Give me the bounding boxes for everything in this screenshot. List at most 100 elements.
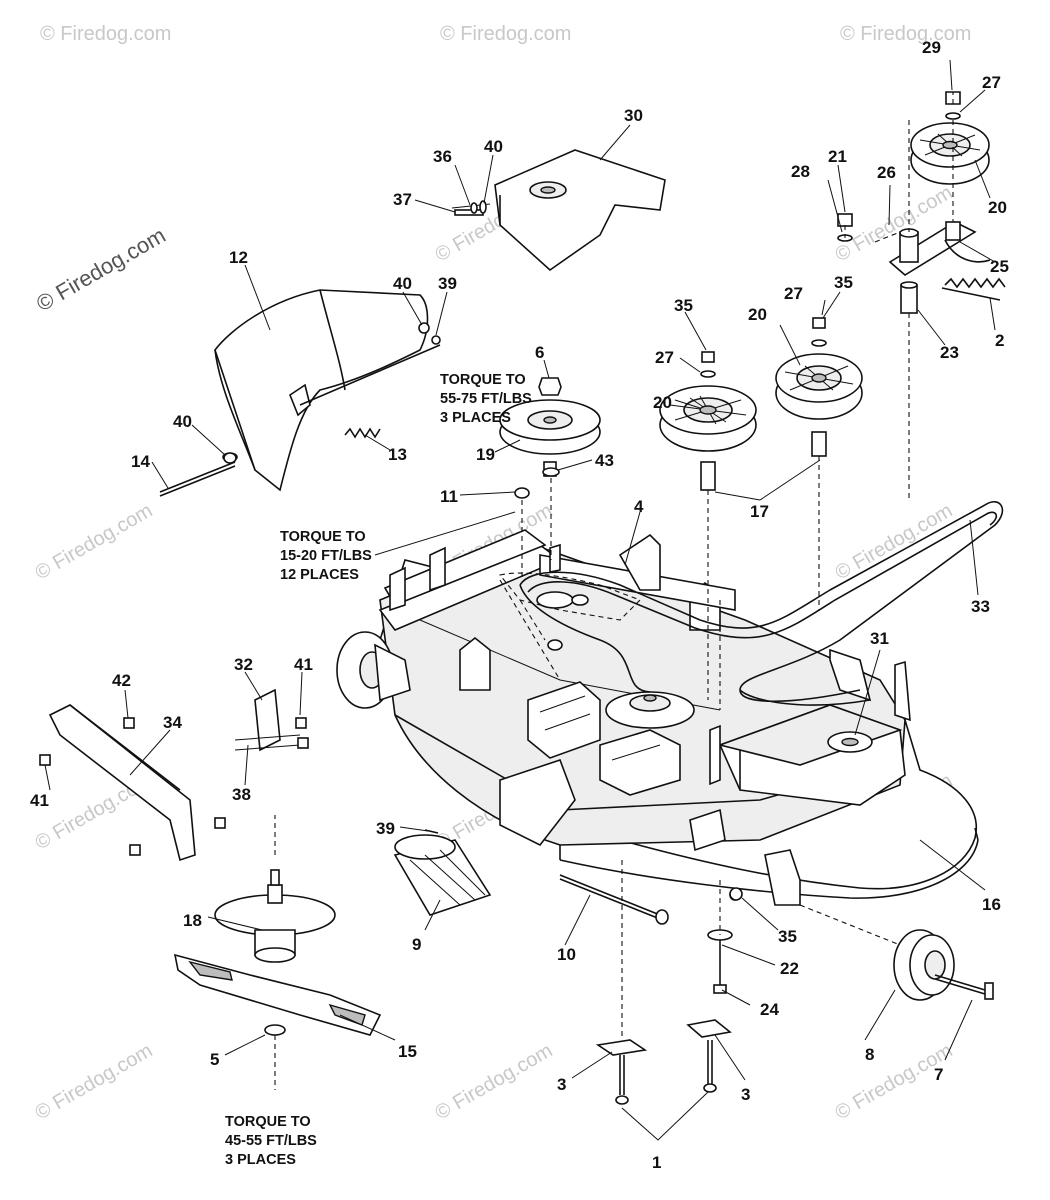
callout: 18 <box>183 911 202 930</box>
callout: 6 <box>535 343 544 362</box>
note-line: 45-55 FT/LBS <box>225 1133 317 1149</box>
watermark: © Firedog.com <box>440 23 571 45</box>
drive-belt <box>519 501 1004 706</box>
blade-spindle <box>214 869 336 963</box>
axle-bolt-7 <box>934 974 994 1000</box>
callout: 41 <box>30 791 49 810</box>
callout: 30 <box>624 106 643 125</box>
note-line: TORQUE TO <box>440 372 526 388</box>
idler-pulley-middle <box>775 353 863 457</box>
caster-wheel-left <box>336 631 411 709</box>
callout: 24 <box>760 1000 779 1019</box>
callout: 13 <box>388 445 407 464</box>
callout: 40 <box>484 137 503 156</box>
callout: 7 <box>934 1065 943 1084</box>
spring-13 <box>344 427 381 439</box>
deck-pulley <box>499 377 601 477</box>
note-line: 15-20 FT/LBS <box>280 548 372 564</box>
idler-pulley-right <box>910 122 990 185</box>
gauge-wheel-right <box>893 929 955 1001</box>
callout: 28 <box>791 162 810 181</box>
callout: 9 <box>412 935 421 954</box>
callout: 37 <box>393 190 412 209</box>
torque-note-blade: TORQUE TO 45-55 FT/LBS 3 PLACES <box>225 1114 317 1168</box>
callout: 25 <box>990 257 1009 276</box>
plate-3-right <box>686 1019 732 1038</box>
idler-bracket <box>888 221 991 314</box>
callout: 39 <box>376 819 395 838</box>
small-hardware <box>39 91 961 901</box>
blade-washer-5 <box>264 1024 286 1036</box>
bolt-24 <box>713 984 727 994</box>
callout: 20 <box>653 393 672 412</box>
note-line: 55-75 FT/LBS <box>440 391 532 407</box>
callout: 20 <box>988 198 1007 217</box>
callout: 36 <box>433 147 452 166</box>
callout: 17 <box>750 502 769 521</box>
callout: 3 <box>557 1075 566 1094</box>
callout: 43 <box>595 451 614 470</box>
carriage-bolts-1 <box>615 1040 717 1105</box>
deck-baffles <box>459 581 911 852</box>
spindle-brackets <box>527 681 695 796</box>
torque-note-bolts: TORQUE TO 55-75 FT/LBS 3 PLACES <box>440 372 532 426</box>
callout: 12 <box>229 248 248 267</box>
callout: 40 <box>173 412 192 431</box>
leader-lines <box>44 59 996 1141</box>
callout: 31 <box>870 629 889 648</box>
callout: 27 <box>982 73 1001 92</box>
watermark: © Firedog.com <box>432 1040 557 1125</box>
callout: 29 <box>922 38 941 57</box>
rod-10 <box>559 874 669 925</box>
chute-deflector <box>214 289 441 492</box>
callout: 41 <box>294 655 313 674</box>
watermark: © Firedog.com <box>840 23 971 45</box>
note-line: 3 PLACES <box>440 410 511 426</box>
callout: 35 <box>674 296 693 315</box>
idler-pulley-left <box>659 385 757 491</box>
callout: 22 <box>780 959 799 978</box>
callout: 15 <box>398 1042 417 1061</box>
callout: 1 <box>652 1153 661 1172</box>
note-line: TORQUE TO <box>280 529 366 545</box>
callout: 11 <box>440 487 458 506</box>
callout: 3 <box>741 1085 750 1104</box>
extension-spring <box>941 277 1006 301</box>
callout: 34 <box>163 713 182 732</box>
cutting-blade <box>173 953 382 1036</box>
callout: 35 <box>834 273 853 292</box>
callout: 19 <box>476 445 495 464</box>
callout: 20 <box>748 305 767 324</box>
callout: 27 <box>784 284 803 303</box>
callout: 33 <box>971 597 990 616</box>
side-shield <box>48 704 196 862</box>
height-spacer-22 <box>707 929 733 990</box>
roller-9 <box>393 834 492 916</box>
callout: 14 <box>131 452 150 471</box>
idler-arm-assembly <box>499 572 641 681</box>
plate-3-left <box>595 1039 648 1056</box>
callout: 10 <box>557 945 576 964</box>
callout: 4 <box>634 497 644 516</box>
callout: 40 <box>393 274 412 293</box>
callout: 5 <box>210 1050 219 1069</box>
callout: 16 <box>982 895 1001 914</box>
deck-crossbar <box>389 533 736 786</box>
callout: 27 <box>655 348 674 367</box>
callout: 35 <box>778 927 797 946</box>
callout: 23 <box>940 343 959 362</box>
callout: 21 <box>828 147 847 166</box>
assembly-lines <box>274 92 954 1090</box>
watermark: © Firedog.com <box>32 1040 157 1125</box>
note-line: 12 PLACES <box>280 567 359 583</box>
note-line: TORQUE TO <box>225 1114 311 1130</box>
bracket-32 <box>234 688 301 752</box>
watermark: © Firedog.com <box>40 23 171 45</box>
callout: 32 <box>234 655 253 674</box>
torque-note-deck: TORQUE TO 15-20 FT/LBS 12 PLACES <box>280 529 372 583</box>
callout: 8 <box>865 1045 874 1064</box>
callouts: 29 27 21 28 26 20 25 2 23 27 35 20 35 27… <box>30 38 1009 1172</box>
watermark: © Firedog.com <box>32 500 157 585</box>
callout: 26 <box>877 163 896 182</box>
